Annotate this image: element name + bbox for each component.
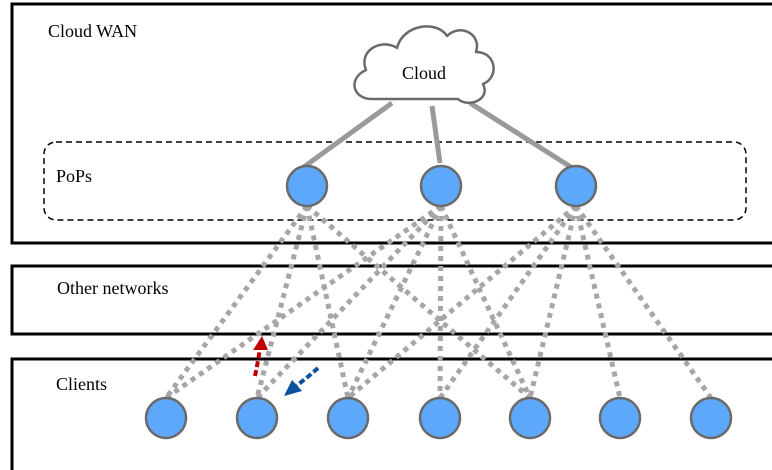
pop-client-link xyxy=(573,205,623,399)
pop-client-link xyxy=(305,204,532,400)
pop-client-link xyxy=(573,204,714,400)
pop-node xyxy=(419,164,463,208)
client-node xyxy=(418,396,462,440)
pop-client-link xyxy=(164,203,443,401)
cloud-label: Cloud xyxy=(402,63,446,83)
pop-client-link xyxy=(346,204,578,400)
other-networks-label: Other networks xyxy=(57,278,168,298)
client-links xyxy=(163,203,714,401)
clients-label: Clients xyxy=(56,374,107,394)
client-node xyxy=(508,396,552,440)
blue-arrowhead-icon xyxy=(284,380,302,396)
pops-label: PoPs xyxy=(56,166,92,186)
cloud-trunk-line xyxy=(429,105,443,164)
client-nodes xyxy=(144,396,733,440)
pop-client-link xyxy=(254,205,310,399)
pop-client-link xyxy=(527,205,579,399)
client-node xyxy=(326,396,370,440)
pop-nodes xyxy=(285,164,598,208)
pop-node xyxy=(554,164,598,208)
pop-client-link xyxy=(438,204,533,400)
pop-client-link xyxy=(437,205,444,399)
cloud-trunk-line xyxy=(299,100,394,172)
red-up-arrow-icon xyxy=(253,347,262,377)
clients-region xyxy=(10,357,772,470)
pop-client-link xyxy=(163,204,310,400)
pop-client-link xyxy=(255,204,443,400)
client-node xyxy=(144,396,188,440)
red-arrowhead-icon xyxy=(253,336,268,350)
pops-group-box xyxy=(43,141,747,221)
client-node xyxy=(235,396,279,440)
other-networks-region xyxy=(10,264,772,336)
download-arrow xyxy=(284,366,320,396)
client-node xyxy=(689,396,733,440)
cloud-node: Cloud xyxy=(353,25,495,104)
upload-arrow xyxy=(253,336,268,377)
cloud-wan-label: Cloud WAN xyxy=(48,21,137,41)
client-node xyxy=(598,396,642,440)
pop-client-link xyxy=(345,204,444,400)
cloud-trunks xyxy=(299,100,576,172)
cloud-wan-region xyxy=(10,2,772,245)
blue-down-left-arrow-icon xyxy=(294,366,320,388)
cloud-icon xyxy=(353,25,495,104)
cloud-trunk-line xyxy=(468,100,576,172)
pop-client-link xyxy=(304,205,351,399)
pop-node xyxy=(285,164,329,208)
